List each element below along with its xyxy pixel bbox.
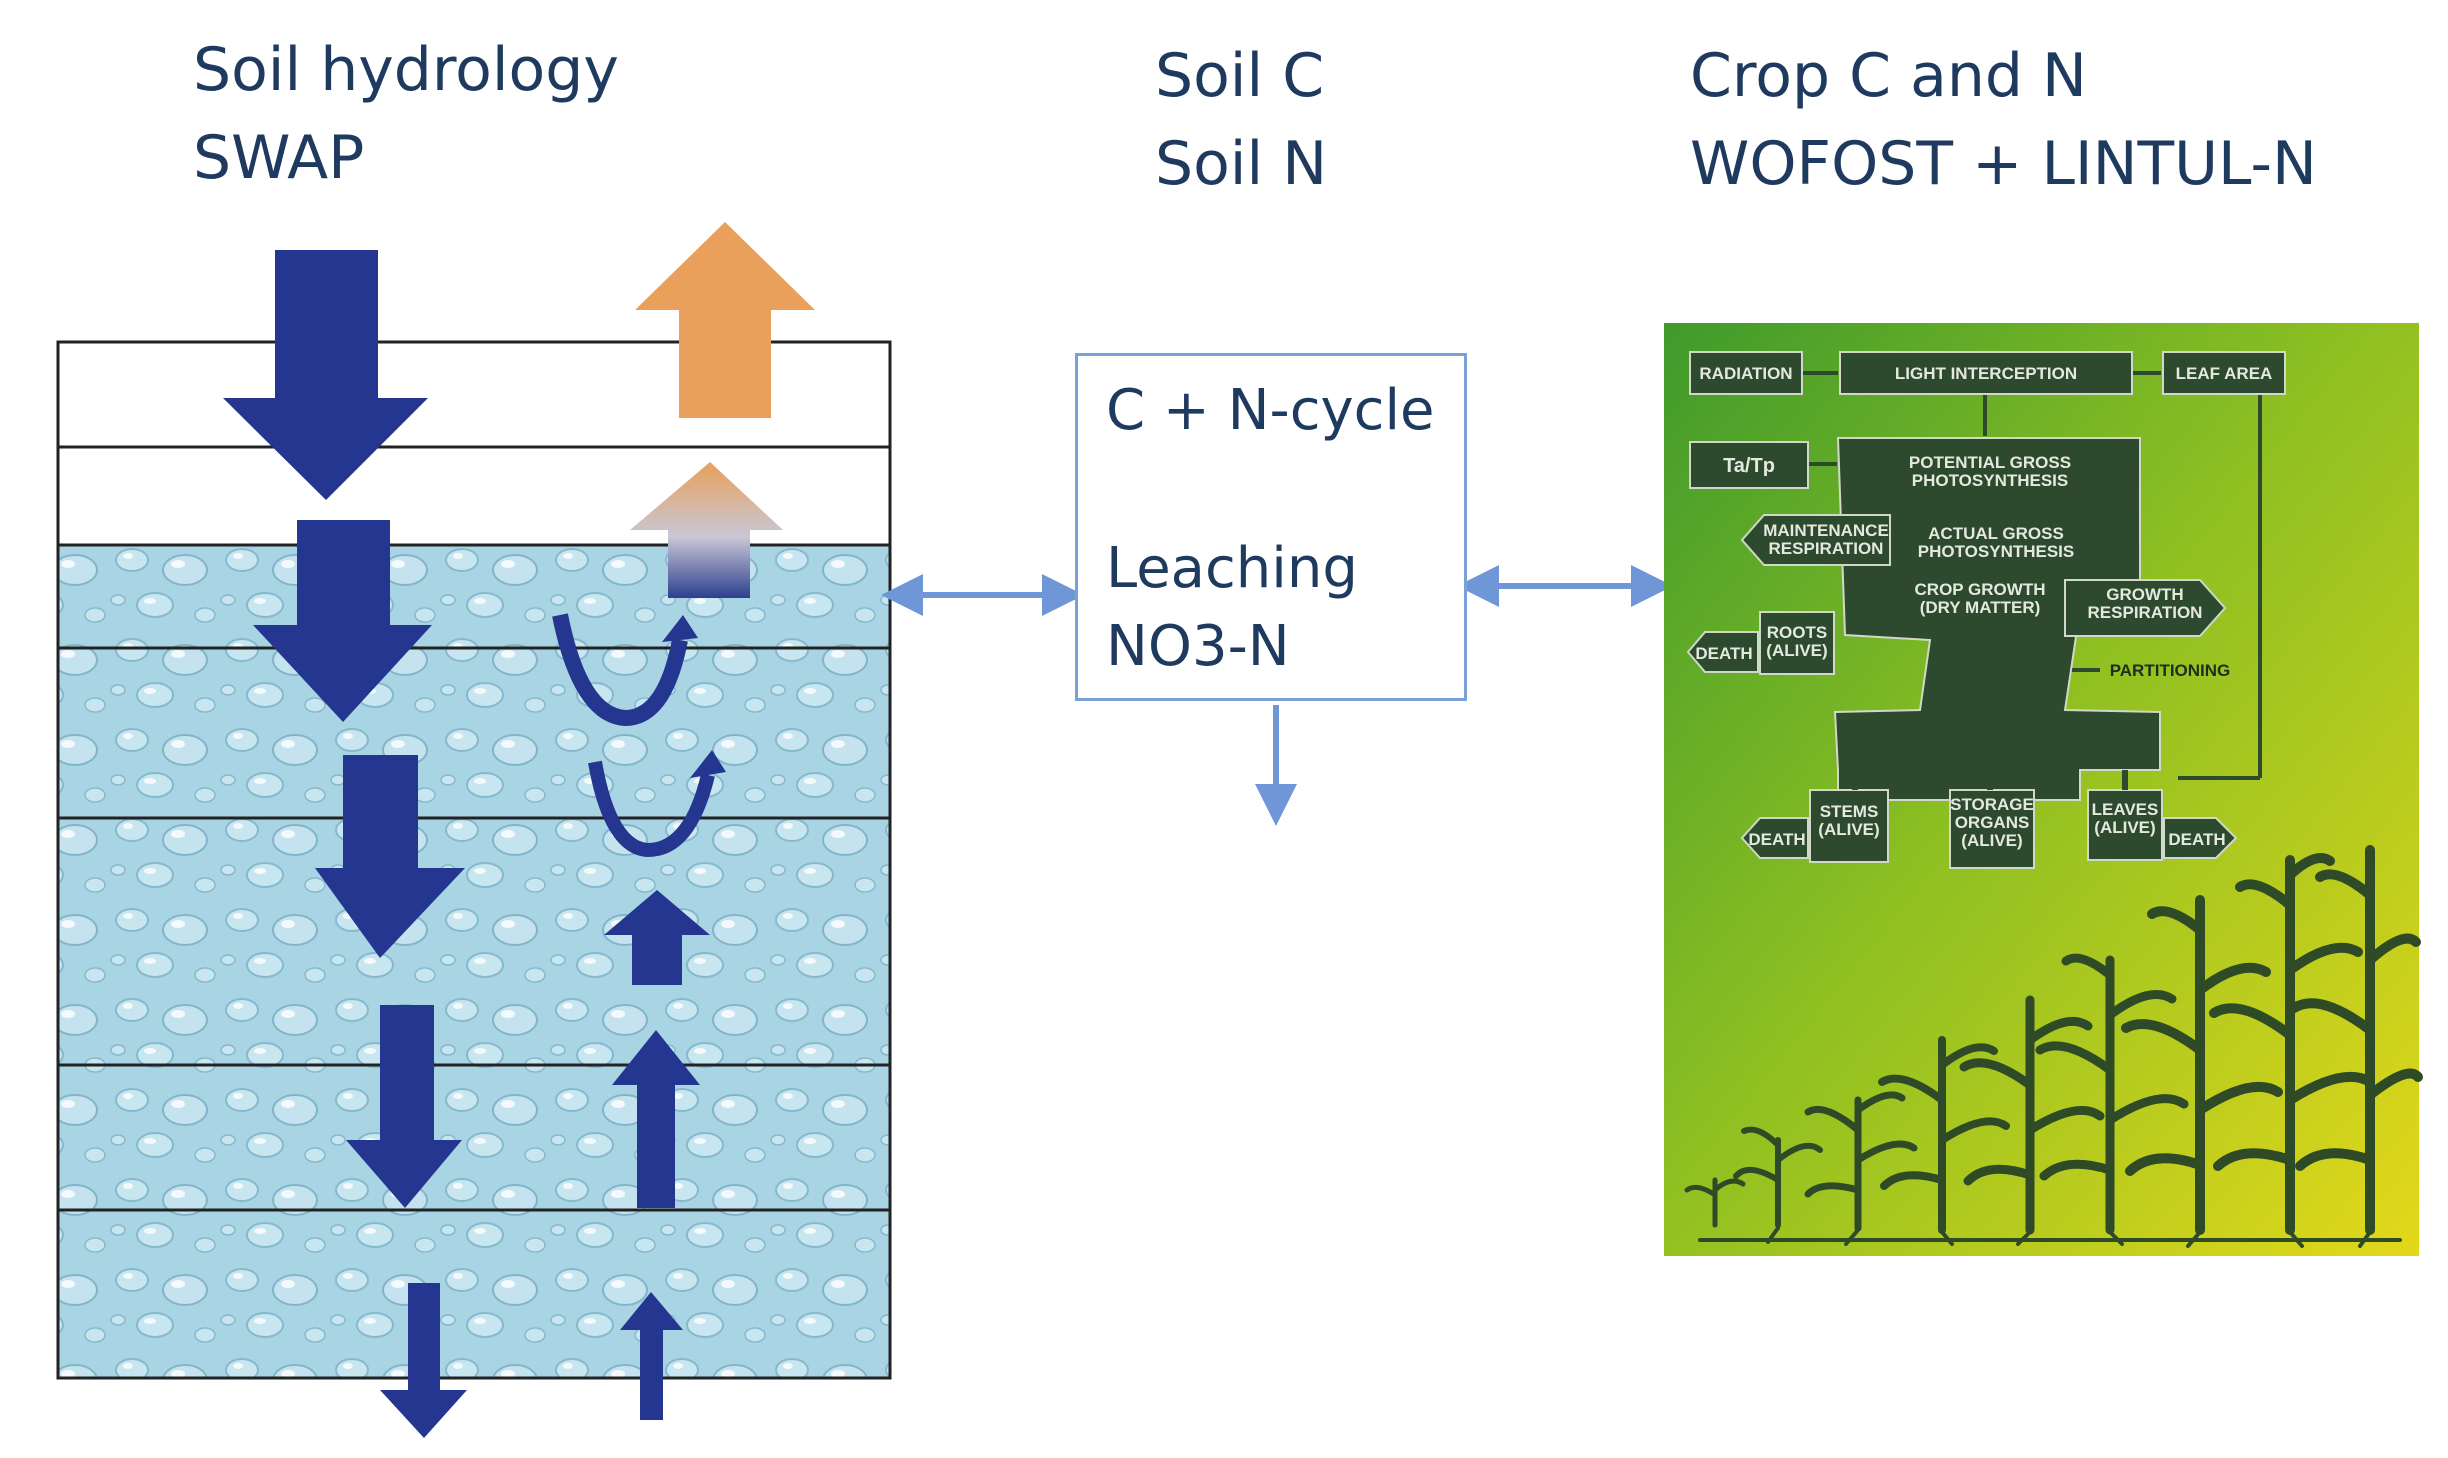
heading-line: WOFOST + LINTUL-N <box>1690 129 2317 199</box>
down-arrow-icon <box>223 250 428 500</box>
ta-tp-box <box>1689 441 1809 489</box>
maize-plant-icon <box>2121 895 2283 1235</box>
storage-label: (ALIVE) <box>1961 831 2022 850</box>
maize-plant-icon <box>1959 995 2105 1235</box>
radiation-box <box>1689 351 1803 395</box>
leaching-label: Leaching <box>1106 536 1358 601</box>
maize-plant-icon <box>2035 953 2189 1235</box>
storage-label: ORGANS <box>1955 813 2030 832</box>
upward-flux-arrows <box>604 222 815 1420</box>
soil-hydrology-heading: Soil hydrology SWAP <box>193 26 619 202</box>
cycle-label: C + N-cycle <box>1106 378 1435 443</box>
down-arrow-icon <box>346 1005 462 1208</box>
stems-death-arrow <box>1740 817 1809 859</box>
heading-line: Soil hydrology <box>193 35 619 105</box>
storage-label: STORAGE <box>1950 795 2034 814</box>
growth-respiration-label: RESPIRATION <box>2088 603 2203 622</box>
up-arrow-icon <box>620 1292 683 1420</box>
maize-plant-icon <box>1804 1091 1918 1232</box>
soil-column-outline <box>56 340 892 1380</box>
partitioning-label: PARTITIONING <box>2110 661 2231 680</box>
crop-plants-illustration <box>1684 845 2423 1248</box>
leaves-death-label: DEATH <box>2168 830 2225 849</box>
heading-line: Soil C <box>1155 41 1325 111</box>
radiation-label: RADIATION <box>1699 364 1792 383</box>
down-arrow-icon <box>380 1283 467 1438</box>
maintenance-label: MAINTENANCE <box>1763 521 1889 540</box>
roots-death-arrow <box>1686 631 1759 673</box>
u-turn-arrow-head <box>662 615 698 642</box>
stems-label: (ALIVE) <box>1818 820 1879 839</box>
connectors <box>881 565 1673 826</box>
heading-line: Crop C and N <box>1690 41 2087 111</box>
up-arrow-icon <box>604 890 710 985</box>
capillary-rise-arrow-icon <box>630 462 783 598</box>
leaves-death-arrow <box>2163 817 2238 859</box>
soil-cn-heading: Soil C Soil N <box>1155 32 1327 208</box>
leaves-label: LEAVES <box>2092 800 2159 819</box>
c-n-cycle-box: C + N-cycle Leaching NO3-N <box>1075 353 1467 701</box>
maize-plant-icon <box>1878 1036 2010 1234</box>
roots-ground <box>1698 1226 2402 1248</box>
no3-label: NO3-N <box>1106 614 1290 679</box>
maize-plant-icon <box>2289 845 2423 1235</box>
percolation-arrows <box>223 250 467 1438</box>
leaves-label: (ALIVE) <box>2094 818 2155 837</box>
crop-model-panel: RADIATION LIGHT INTERCEPTION LEAF AREA T… <box>1664 323 2423 1256</box>
roots-death-label: DEATH <box>1695 644 1752 663</box>
up-arrow-icon <box>612 1030 700 1208</box>
light-interception-label: LIGHT INTERCEPTION <box>1895 364 2077 383</box>
ta-tp-label: Ta/Tp <box>1723 455 1775 477</box>
maize-plant-icon <box>1684 1177 1746 1228</box>
u-turn-arrow-head <box>690 750 726 778</box>
light-interception-box <box>1839 351 2133 395</box>
potential-gross-label: POTENTIAL GROSS <box>1909 453 2071 472</box>
maize-plant-icon <box>2209 853 2375 1235</box>
stems-box <box>1809 789 1889 863</box>
u-turn-arrow-icon <box>588 760 715 858</box>
heading-line: Soil N <box>1155 129 1328 199</box>
maize-plant-icon <box>1733 1126 1823 1228</box>
soil-column <box>56 340 892 1380</box>
growth-respiration-label: GROWTH <box>2106 585 2183 604</box>
maintenance-label: RESPIRATION <box>1769 539 1884 558</box>
actual-gross-label: ACTUAL GROSS <box>1928 524 2064 543</box>
crop-cn-heading: Crop C and N WOFOST + LINTUL-N <box>1690 32 2317 208</box>
roots-label: ROOTS <box>1767 623 1827 642</box>
growth-respiration-arrow <box>2064 579 2227 637</box>
roots-label: (ALIVE) <box>1766 641 1827 660</box>
water-saturated-zone <box>58 545 890 1378</box>
actual-gross-label: PHOTOSYNTHESIS <box>1918 542 2075 561</box>
stems-death-label: DEATH <box>1748 830 1805 849</box>
maintenance-respiration-arrow <box>1740 514 1891 566</box>
leaf-area-box <box>2162 351 2286 395</box>
evaporation-arrow-icon <box>635 222 815 418</box>
down-arrow-icon <box>253 520 432 722</box>
potential-gross-label: PHOTOSYNTHESIS <box>1912 471 2069 490</box>
crop-growth-label: CROP GROWTH <box>1915 580 2046 599</box>
crop-growth-label: (DRY MATTER) <box>1920 598 2041 617</box>
circulation-arrows <box>552 613 726 858</box>
leaf-area-label: LEAF AREA <box>2176 364 2273 383</box>
down-arrow-icon <box>315 755 465 958</box>
stems-label: STEMS <box>1820 802 1879 821</box>
storage-organs-box <box>1949 789 2035 869</box>
heading-line: SWAP <box>193 123 365 193</box>
roots-box <box>1759 611 1835 675</box>
u-turn-arrow-icon <box>552 613 688 727</box>
